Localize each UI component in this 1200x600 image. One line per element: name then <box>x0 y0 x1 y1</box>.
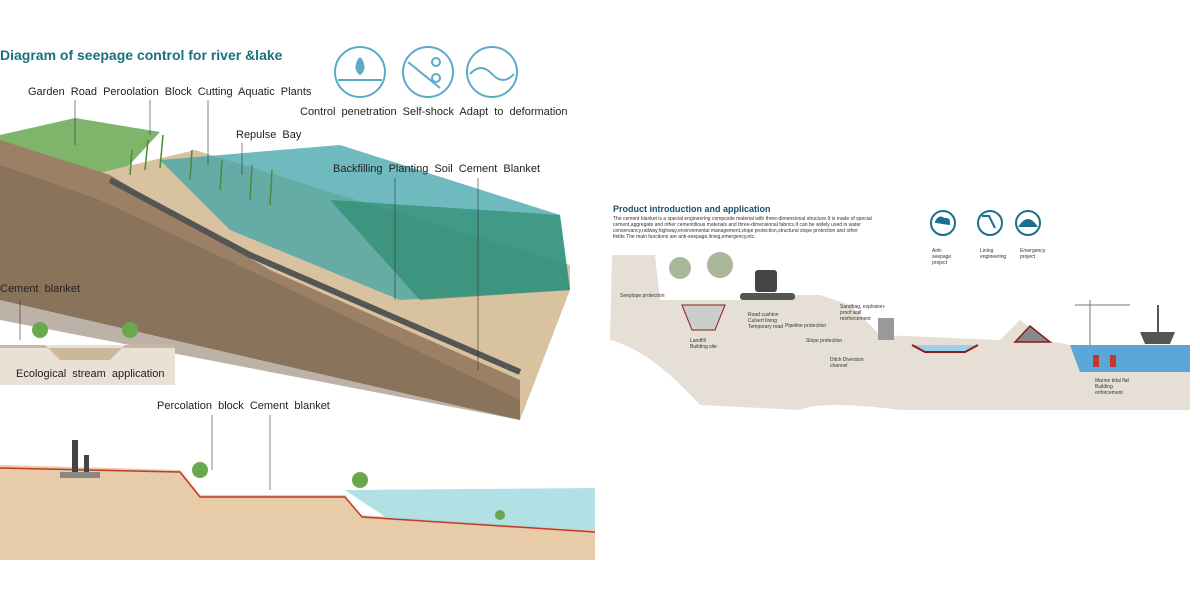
label-road: Road cushion Culvert lining Temporary ro… <box>748 312 784 330</box>
application-cross-section <box>605 185 1200 415</box>
label-cement-blanket: Cement blanket <box>0 283 81 295</box>
label-pipeline: Pipeline protection <box>785 323 827 329</box>
river-bank-block-diagram <box>0 100 570 420</box>
label-repulse-bay: Repulse Bay <box>236 129 302 141</box>
label-backfilling: Backfilling Planting Soil Cement Blanket <box>333 163 541 175</box>
percolation-profile-illustration <box>0 415 596 560</box>
emergency-icon <box>1015 210 1041 236</box>
label-wall: Sandbag, explosion-proof wall reinforcem… <box>840 304 886 322</box>
lining-label: Lining engineering <box>980 248 1007 260</box>
self-shock-icon <box>402 46 454 98</box>
icon-caption: Control penetration Self-shock Adapt to … <box>300 106 568 118</box>
label-stream-application: Ecological stream application <box>16 368 165 380</box>
label-percolation: Percolation block Cement blanket <box>157 400 330 412</box>
anti-seepage-label: Anti-seepage project <box>932 248 952 266</box>
adapt-deformation-icon <box>466 46 518 98</box>
label-slope: Seeplope protection <box>620 293 665 299</box>
diagram-title: Diagram of seepage control for river &la… <box>0 47 283 63</box>
ecological-stream-illustration <box>0 300 175 385</box>
emergency-label: Emergency project <box>1020 248 1046 260</box>
lining-icon <box>977 210 1003 236</box>
label-top: Garden Road Peroolation Block Cutting Aq… <box>28 86 312 98</box>
label-marine: Marine tidal flat Building enforcement <box>1095 378 1129 396</box>
label-landfill: Landfill Building site <box>690 338 717 350</box>
label-ditch: Ditch Diversion channel <box>830 357 864 369</box>
label-slope-protection: Slope protection <box>806 338 843 344</box>
control-penetration-icon <box>334 46 386 98</box>
product-title: Product introduction and application <box>613 204 771 214</box>
product-description: The cement blanket is a special engineer… <box>613 216 872 240</box>
anti-seepage-icon <box>930 210 956 236</box>
